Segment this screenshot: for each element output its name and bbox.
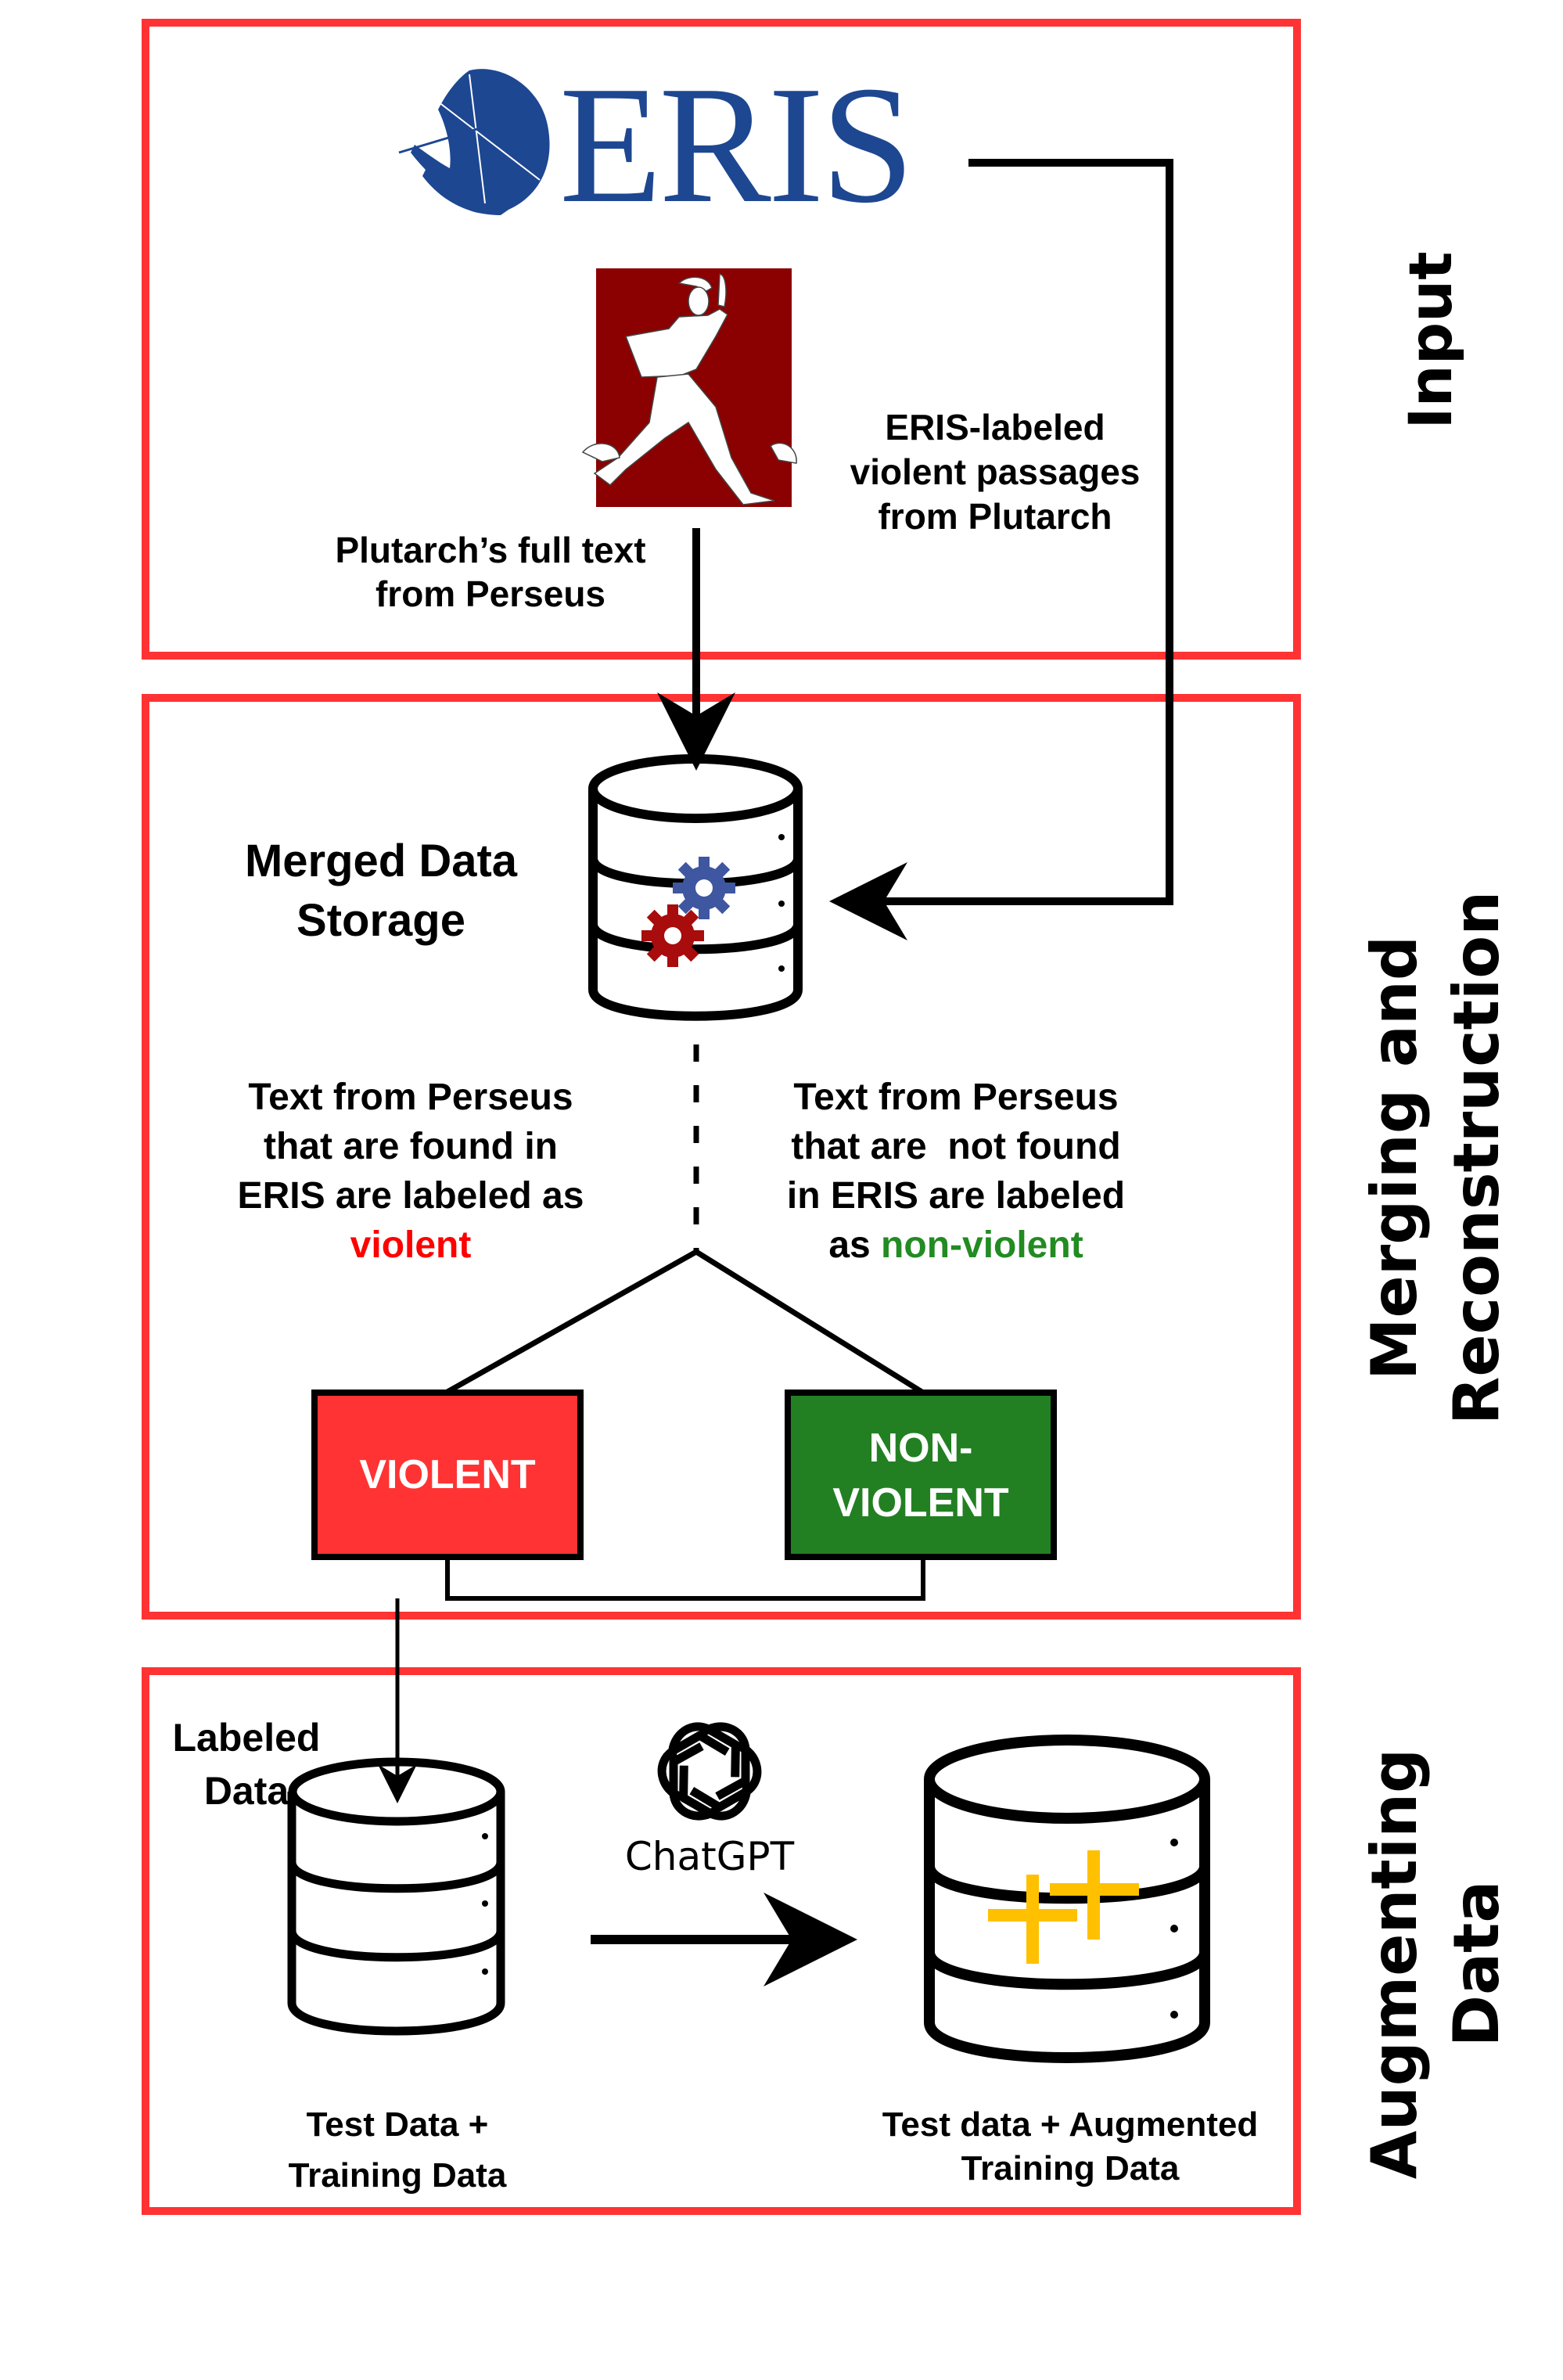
right-database-label-line2: Training Data [961, 2149, 1180, 2188]
nonviolent-label-text-line2: VIOLENT [832, 1480, 1009, 1526]
perseus-source-label-line1: Plutarch’s full text [335, 530, 645, 570]
nonviolent-label-text-line1: NON- [869, 1425, 973, 1471]
labeled-data-label-line2: Data [204, 1769, 290, 1813]
eris-to-storage-arrow [829, 159, 1173, 940]
augmenting-side-label-line2: Data [1440, 1881, 1513, 2047]
augmentation-plus-icons [988, 1850, 1139, 1964]
violent-rule-line1: Text from Perseus [248, 1077, 573, 1118]
perseus-logo [581, 268, 797, 507]
blue-gear-icon [673, 857, 735, 919]
nonviolent-rule-line1: Text from Perseus [793, 1077, 1118, 1118]
nonviolent-rule-prefix: as [828, 1224, 881, 1266]
eris-source-label-line3: from Plutarch [878, 496, 1112, 537]
input-side-label: Input [1396, 251, 1465, 429]
perseus-warrior-figure-icon [581, 273, 797, 505]
nonviolent-rule-line4: as non-violent [828, 1224, 1083, 1266]
right-database-label-line1: Test data + Augmented [882, 2105, 1258, 2144]
violent-rule-line3: ERIS are labeled as [238, 1175, 584, 1217]
eris-source-label-line2: violent passages [850, 451, 1141, 492]
red-gear-icon [641, 904, 704, 967]
labeled-database-icon [287, 1757, 505, 2036]
merging-side-label-line1: Merging and [1358, 936, 1431, 1380]
violent-rule-line2: that are found in [264, 1126, 558, 1167]
violent-label-box [311, 1390, 584, 1560]
augmenting-section-border [142, 1667, 1301, 2215]
augmenting-side-label-line1: Augmenting [1358, 1749, 1431, 2180]
branch-lines [444, 1248, 925, 1396]
labeled-data-label-line1: Labeled [173, 1716, 321, 1760]
merging-side-label-line2: Reconstruction [1440, 891, 1513, 1425]
merged-storage-label-line2: Storage [296, 895, 465, 946]
eris-source-label-line1: ERIS-labeled [885, 407, 1105, 448]
chatgpt-logo-icon [657, 1722, 762, 1821]
eris-logo: ERIS [398, 51, 914, 238]
nonviolent-label-box [785, 1390, 1057, 1560]
left-database-label-line2: Training Data [289, 2156, 507, 2195]
input-section-border [142, 19, 1301, 660]
labels-merge-connector [445, 1557, 925, 1601]
augmented-database-icon [924, 1735, 1210, 2063]
violent-rule-keyword: violent [350, 1224, 472, 1266]
merged-storage-label-line1: Merged Data [245, 836, 518, 886]
left-database-label-line1: Test Data + [307, 2105, 489, 2144]
nonviolent-rule-line3: in ERIS are labeled [787, 1175, 1125, 1217]
violent-label-text: VIOLENT [359, 1452, 536, 1497]
eris-logo-text: ERIS [559, 51, 911, 238]
perseus-source-label-line2: from Perseus [375, 573, 605, 614]
nonviolent-rule-keyword: non-violent [881, 1224, 1083, 1266]
eris-ship-emblem-icon [398, 69, 550, 215]
nonviolent-rule-line2: that are not found [791, 1126, 1120, 1167]
chatgpt-label: ChatGPT [625, 1834, 795, 1879]
